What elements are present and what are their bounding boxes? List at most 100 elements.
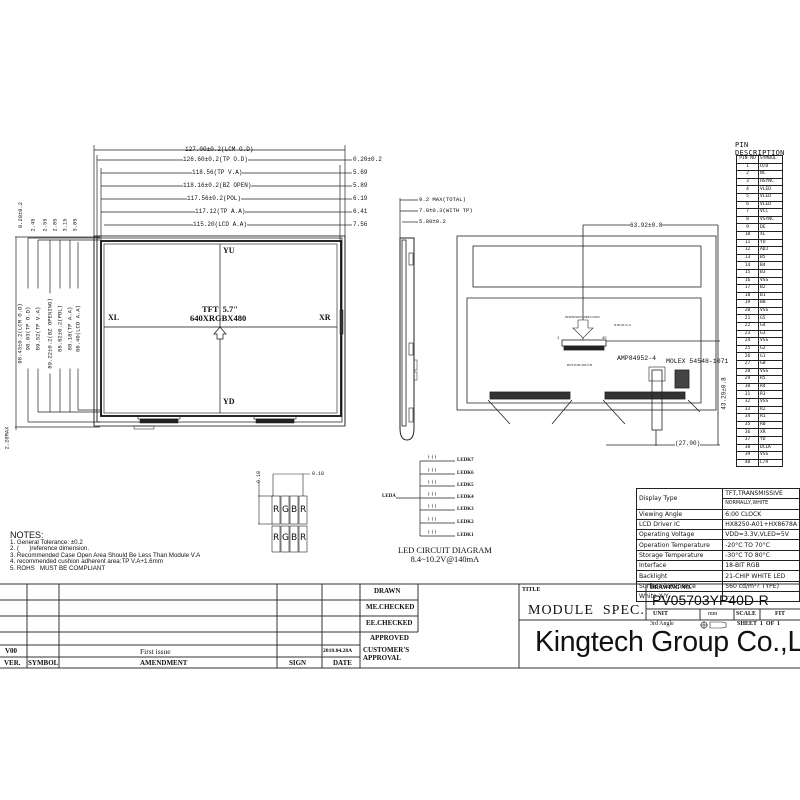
led-cathode: LEDK6 xyxy=(457,471,474,476)
pin-symbol: G3 xyxy=(758,329,783,339)
connector-part: IF28-0015-11 xyxy=(614,323,632,327)
svg-text:⍿ ⍿ ⍿: ⍿ ⍿ ⍿ xyxy=(428,529,437,536)
sheet-number: SHEET 1 OF 1 xyxy=(737,621,781,627)
led-cathode: LEDK2 xyxy=(457,520,474,525)
pin-table-header: PIN NO SYMBOL xyxy=(736,155,783,164)
dim-tp-va-width: 118.56(TP V.A) xyxy=(192,169,243,176)
spec-row: White X/Y--- xyxy=(635,590,800,603)
pin-symbol: B0 xyxy=(758,299,783,308)
pin-symbol: VSS xyxy=(758,398,783,407)
spec-value: TFT,TRANSMISSIVE xyxy=(722,487,800,500)
spec-value: VDD=3.3V,VLED=5V xyxy=(722,529,800,541)
pin-symbol: U/D xyxy=(758,162,783,172)
spec-key: Display Type xyxy=(635,488,724,510)
label-resolution: 640XRGBX480 xyxy=(190,313,247,323)
led-cathode: LEDK7 xyxy=(457,458,474,463)
spec-key: Operating Voltage xyxy=(635,529,724,541)
pin-number: 30 xyxy=(736,382,759,392)
dim-pol-height: 88.62±0.2(POL) xyxy=(56,288,64,369)
pin-symbol: NC xyxy=(758,170,783,179)
pin-symbol: R0 xyxy=(758,420,783,430)
pin-number: 32 xyxy=(736,398,759,407)
note-item: 5. ROHS MUST BE COMPLIANT xyxy=(10,564,106,572)
bottom-offset: 2.20MAX xyxy=(4,426,11,450)
dim-lcd-aa-width: 115.20(LCD A.A) xyxy=(193,221,248,228)
pin-number: 36 xyxy=(736,428,759,437)
pin-number: 10 xyxy=(736,230,759,240)
dim-lcm-od-width: 127.00±0.2(LCM O.D) xyxy=(185,146,254,153)
pin-number: 1 xyxy=(736,162,759,172)
pin-number: 3 xyxy=(736,177,759,187)
pin-number: 17 xyxy=(736,284,759,293)
pin-description-title: PIN DESCRIPTION xyxy=(735,141,785,157)
pixel-dim-h: 0.18 xyxy=(312,471,325,477)
spec-key: Operation Temperature xyxy=(635,539,724,551)
pin-number: 16 xyxy=(736,276,759,286)
subpixel: R xyxy=(273,505,280,515)
pin-number: 5 xyxy=(736,192,759,202)
pin-symbol: XL xyxy=(758,230,783,240)
scale-label: SCALE xyxy=(736,611,757,617)
led-circuit-caption: LED CIRCUIT DIAGRAM 8.4~10.2V@140mA xyxy=(398,546,492,564)
drawing-no-label: DRAWING NO. xyxy=(650,585,692,591)
offset-4: 6.41 xyxy=(353,208,368,215)
header-ver: VER. xyxy=(4,659,21,667)
pin-symbol: VLED xyxy=(758,185,783,194)
pin-number: 31 xyxy=(736,390,759,399)
subpixel: G xyxy=(282,505,289,515)
subpixel: G xyxy=(282,533,289,543)
spec-value: --- xyxy=(722,590,800,603)
pin-number: 8 xyxy=(736,215,759,225)
label-yd: YD xyxy=(223,397,235,406)
pin-symbol: XR xyxy=(758,428,783,437)
subpixel: B xyxy=(291,505,298,515)
header-symbol: SYMBOL xyxy=(28,659,59,667)
pin-number: 2 xyxy=(736,170,759,179)
revision-date: 2018.04.28A xyxy=(323,648,353,654)
left-offset-5: 3.85 xyxy=(72,218,79,232)
pin-number: 26 xyxy=(736,352,759,362)
offset-2: 5.89 xyxy=(353,182,368,189)
dim-lcd-aa-height: 86.40(LCD A.A) xyxy=(74,288,82,369)
spec-value: HX8250-A01+HX8678A xyxy=(722,518,800,531)
pin-symbol: VCC xyxy=(758,208,783,217)
pin-number: 12 xyxy=(736,246,759,255)
spec-key: Viewing Angle xyxy=(635,508,724,520)
drawing-number: PV05703YP40D-R xyxy=(652,592,769,608)
spec-value: -30°C TO 80°C xyxy=(722,549,800,562)
pin-number: 25 xyxy=(736,344,759,354)
pin-number: 28 xyxy=(736,367,759,377)
connector-amp: AMP84952-4 xyxy=(617,355,657,362)
svg-text:⍿ ⍿ ⍿: ⍿ ⍿ ⍿ xyxy=(428,516,437,523)
pin-symbol: G0 xyxy=(758,360,783,369)
svg-text:⍿ ⍿ ⍿: ⍿ ⍿ ⍿ xyxy=(428,479,437,486)
pin-symbol: DCLK xyxy=(758,443,783,453)
pin-symbol: B4 xyxy=(758,261,783,270)
pin-symbol: R2 xyxy=(758,405,783,415)
note-item: 2. ( )reference dimension. xyxy=(10,545,90,553)
pin-number: 11 xyxy=(736,238,759,248)
offset-1: 5.69 xyxy=(353,169,368,176)
spec-key: Storage Temperature xyxy=(635,549,724,562)
pin-number: 39 xyxy=(736,451,759,460)
dim-pol-width: 117.56±0.2(POL) xyxy=(187,195,242,202)
spec-value: 18-BIT RGB xyxy=(722,560,800,572)
label-tft-size: TFT 5.7" xyxy=(202,304,238,314)
pin-number: 29 xyxy=(736,375,759,384)
